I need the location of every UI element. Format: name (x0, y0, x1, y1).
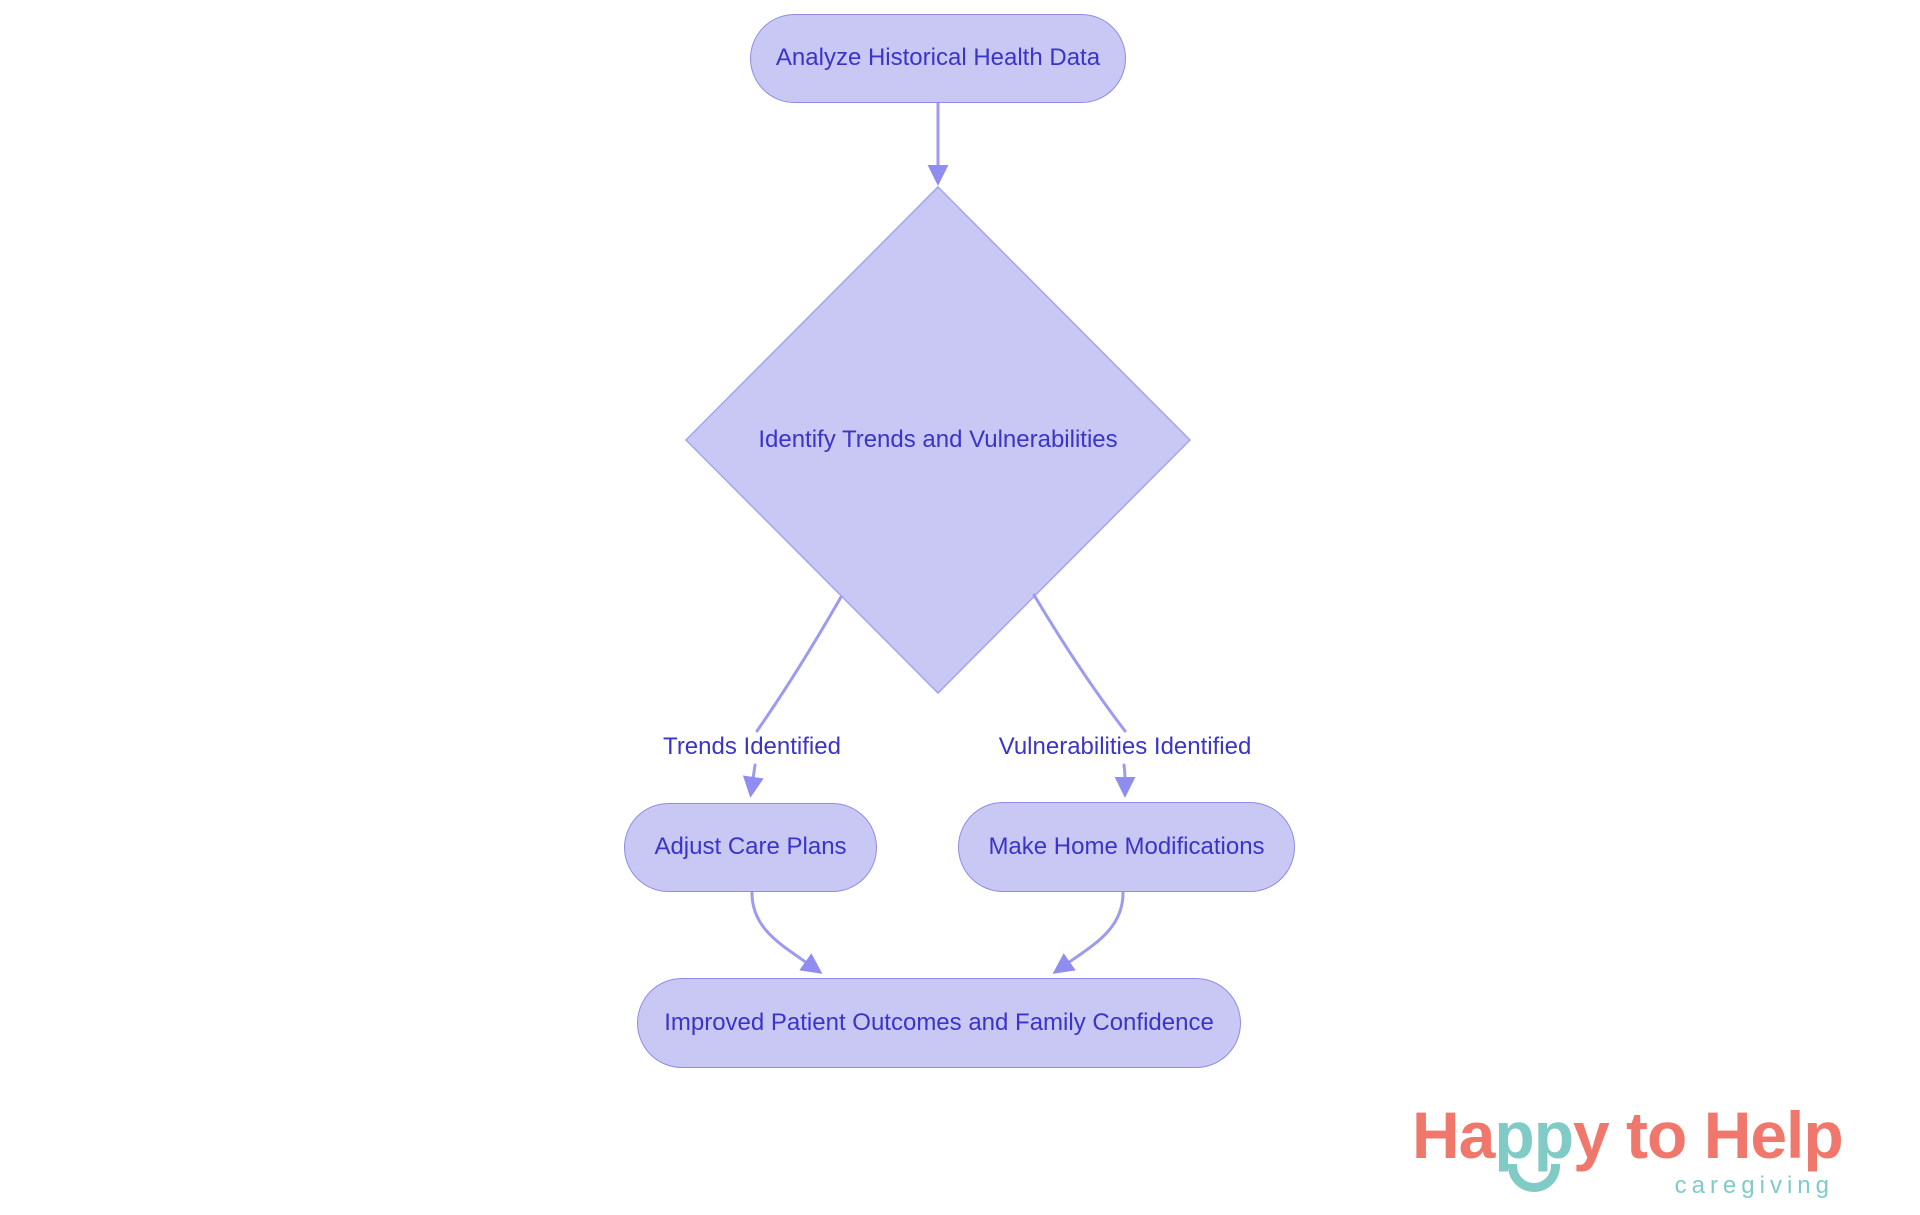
happy-to-help-logo: Happy to Help caregiving (1412, 1102, 1882, 1202)
logo-tagline: caregiving (1674, 1172, 1834, 1199)
node-label: Analyze Historical Health Data (775, 44, 1101, 72)
edge-modify-to-improved (1052, 891, 1125, 974)
node-analyze-historical-health-data: Analyze Historical Health Data (750, 14, 1126, 103)
edge-adjust-to-improved (750, 891, 823, 974)
edge-identify-to-adjust-upper (755, 595, 843, 733)
smile-icon (1508, 1164, 1560, 1192)
node-label: Make Home Modifications (988, 832, 1265, 860)
logo-text-teal-pp: pp (1494, 1098, 1574, 1172)
logo-wordmark: Happy to Help (1412, 1102, 1882, 1168)
node-label: Adjust Care Plans (654, 833, 847, 861)
edge-label-vulnerabilities-identified: Vulnerabilities Identified (998, 733, 1252, 761)
logo-text-coral-start: Ha (1412, 1098, 1495, 1172)
logo-text-coral-end: y to Help (1573, 1098, 1844, 1172)
edge-identify-to-adjust-lower (742, 763, 764, 798)
node-identify-trends-label: Identify Trends and Vulnerabilities (738, 426, 1138, 454)
edge-label-trends-identified: Trends Identified (652, 733, 852, 761)
node-make-home-modifications: Make Home Modifications (958, 802, 1295, 892)
node-label: Improved Patient Outcomes and Family Con… (664, 1008, 1214, 1036)
node-improved-patient-outcomes: Improved Patient Outcomes and Family Con… (637, 978, 1241, 1068)
edge-identify-to-modify-lower (1114, 763, 1136, 798)
edge-identify-to-modify-upper (1032, 593, 1127, 733)
node-label: Identify Trends and Vulnerabilities (758, 426, 1118, 453)
diamond-identify-shape (684, 185, 1192, 695)
node-adjust-care-plans: Adjust Care Plans (624, 803, 877, 892)
